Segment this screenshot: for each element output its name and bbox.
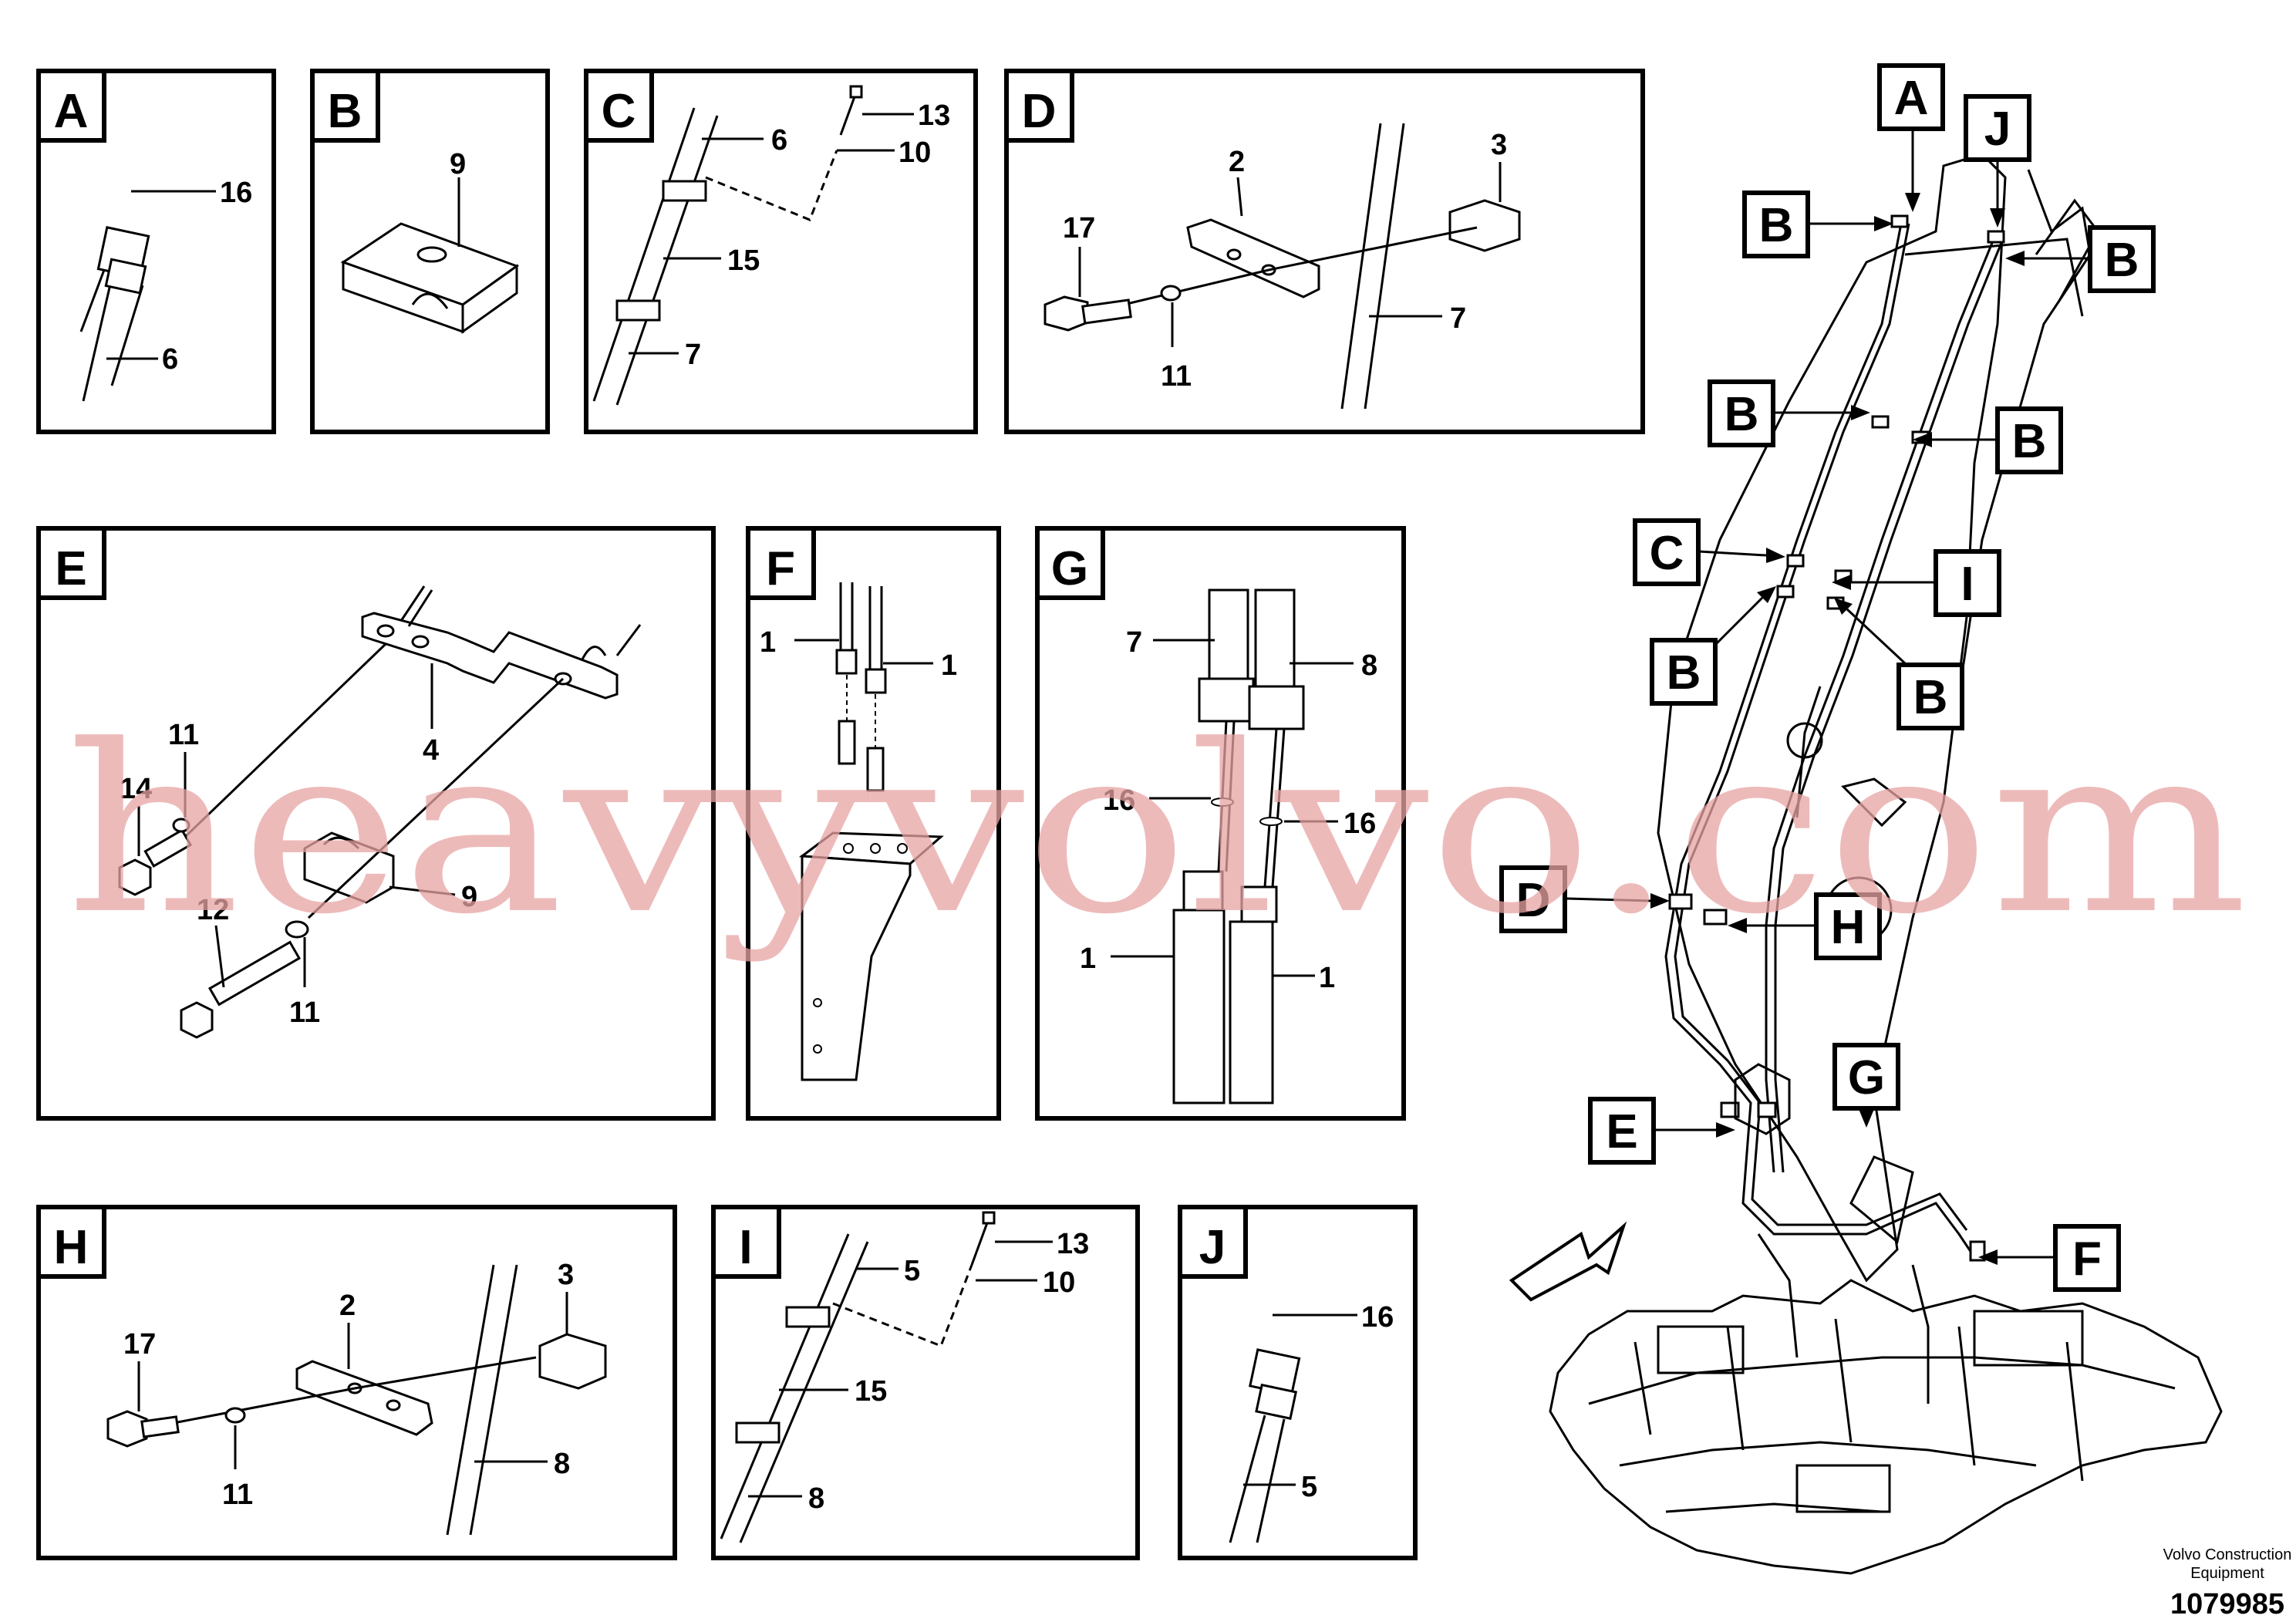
part-label: 16 xyxy=(1361,1301,1394,1334)
callout-d-label: D xyxy=(1516,874,1551,927)
callout-b-label: B xyxy=(2012,415,2047,468)
callout-j-label: J xyxy=(1984,103,2011,156)
panel-i-letter: I xyxy=(739,1221,752,1274)
part-label: 16 xyxy=(1344,808,1376,840)
part-label: 13 xyxy=(1057,1228,1089,1260)
part-label: 1 xyxy=(760,626,776,659)
callout-b: B xyxy=(1708,379,1870,447)
callout-g-label: G xyxy=(1848,1051,1885,1104)
part-label: 16 xyxy=(1103,784,1135,817)
callout-a: A xyxy=(1877,63,1945,212)
part-label: 3 xyxy=(1491,129,1507,161)
panel-b: B 9 xyxy=(310,69,550,434)
panel-j: J 16 5 xyxy=(1178,1205,1418,1560)
part-label: 7 xyxy=(1450,302,1466,335)
part-label: 1 xyxy=(1080,943,1096,975)
panel-d-letter: D xyxy=(1022,85,1057,138)
panel-b-letter: B xyxy=(328,85,362,138)
part-label: 2 xyxy=(339,1290,356,1322)
panel-c-letter: C xyxy=(602,85,636,138)
part-label: 17 xyxy=(123,1328,156,1361)
part-label: 11 xyxy=(289,996,320,1029)
watermark-text: heavyvolvo.com xyxy=(66,696,2248,965)
part-label: 10 xyxy=(1043,1266,1075,1299)
callout-d: D xyxy=(1499,865,1670,933)
callout-b-label: B xyxy=(1667,646,1701,700)
part-label: 6 xyxy=(771,124,787,157)
callout-b-label: B xyxy=(2105,234,2139,287)
panel-a-letter: A xyxy=(54,85,89,138)
part-label: 2 xyxy=(1229,146,1245,178)
part-label: 3 xyxy=(558,1259,574,1291)
panel-f: F 1 1 xyxy=(746,526,1001,1121)
callout-c: C xyxy=(1633,518,1785,586)
part-label: 11 xyxy=(1161,360,1192,393)
callout-a-label: A xyxy=(1894,72,1929,125)
part-label: 1 xyxy=(1319,962,1335,994)
callout-c-label: C xyxy=(1650,527,1684,580)
panel-j-letter: J xyxy=(1199,1221,1226,1274)
callout-b-label: B xyxy=(1725,388,1759,441)
part-label: 8 xyxy=(554,1448,570,1480)
part-label: 9 xyxy=(450,148,466,180)
part-label: 1 xyxy=(941,649,957,682)
callout-f: F xyxy=(1978,1224,2121,1292)
callout-f-label: F xyxy=(2072,1233,2102,1286)
callout-g: G xyxy=(1832,1043,1900,1128)
callout-i-label: I xyxy=(1961,558,1974,611)
callout-b: B xyxy=(1742,191,1893,258)
part-label: 8 xyxy=(1361,649,1377,682)
footer: Volvo Construction Equipment 1079985 xyxy=(2163,1546,2292,1620)
callout-i: I xyxy=(1832,549,2001,617)
part-label: 13 xyxy=(918,99,950,132)
part-label: 4 xyxy=(423,734,439,767)
part-label: 11 xyxy=(222,1479,253,1511)
panel-h-letter: H xyxy=(54,1221,89,1274)
callout-b: B xyxy=(1834,598,1964,730)
callout-h-label: H xyxy=(1831,901,1866,954)
callout-e: E xyxy=(1588,1097,1735,1165)
callout-j: J xyxy=(1964,94,2031,228)
part-label: 12 xyxy=(197,894,229,926)
panel-e: E 4 11 14 9 12 11 xyxy=(36,526,716,1121)
part-label: 8 xyxy=(808,1482,824,1515)
part-label: 15 xyxy=(855,1375,887,1408)
part-label: 16 xyxy=(220,177,252,209)
callout-b: B xyxy=(2005,225,2156,293)
callout-b-label: B xyxy=(1759,199,1794,252)
part-label: 14 xyxy=(120,773,152,805)
panel-e-letter: E xyxy=(55,542,86,595)
part-label: 6 xyxy=(162,343,178,376)
part-label: 10 xyxy=(899,137,931,169)
panel-h: H 3 2 17 8 11 xyxy=(36,1205,677,1560)
brand-line-1: Volvo Construction xyxy=(2163,1546,2292,1563)
callout-b-label: B xyxy=(1913,671,1948,724)
part-label: 5 xyxy=(1301,1471,1317,1503)
panel-a: A 16 6 xyxy=(36,69,276,434)
part-label: 11 xyxy=(168,719,199,751)
part-label: 9 xyxy=(461,881,477,913)
document-number: 1079985 xyxy=(2170,1588,2284,1620)
callout-b: B xyxy=(1913,406,2063,474)
panel-f-letter: F xyxy=(766,542,795,595)
panel-d: D 2 3 17 7 11 xyxy=(1004,69,1645,434)
brand-line-2: Equipment xyxy=(2190,1565,2264,1582)
part-label: 15 xyxy=(727,244,760,277)
part-label: 7 xyxy=(1126,626,1142,659)
part-label: 7 xyxy=(685,339,701,371)
panel-c: C 13 6 10 15 7 xyxy=(584,69,978,434)
callout-h: H xyxy=(1728,892,1882,960)
panel-g-letter: G xyxy=(1051,542,1088,595)
part-label: 17 xyxy=(1063,212,1095,244)
panel-g: G 7 8 16 16 1 1 xyxy=(1035,526,1406,1121)
callout-e-label: E xyxy=(1606,1105,1637,1158)
callout-b: B xyxy=(1650,586,1776,706)
part-label: 5 xyxy=(904,1255,920,1287)
overview-callouts: A J B B B B xyxy=(1499,63,2156,1292)
panel-i: I 13 5 10 15 8 xyxy=(711,1205,1140,1560)
